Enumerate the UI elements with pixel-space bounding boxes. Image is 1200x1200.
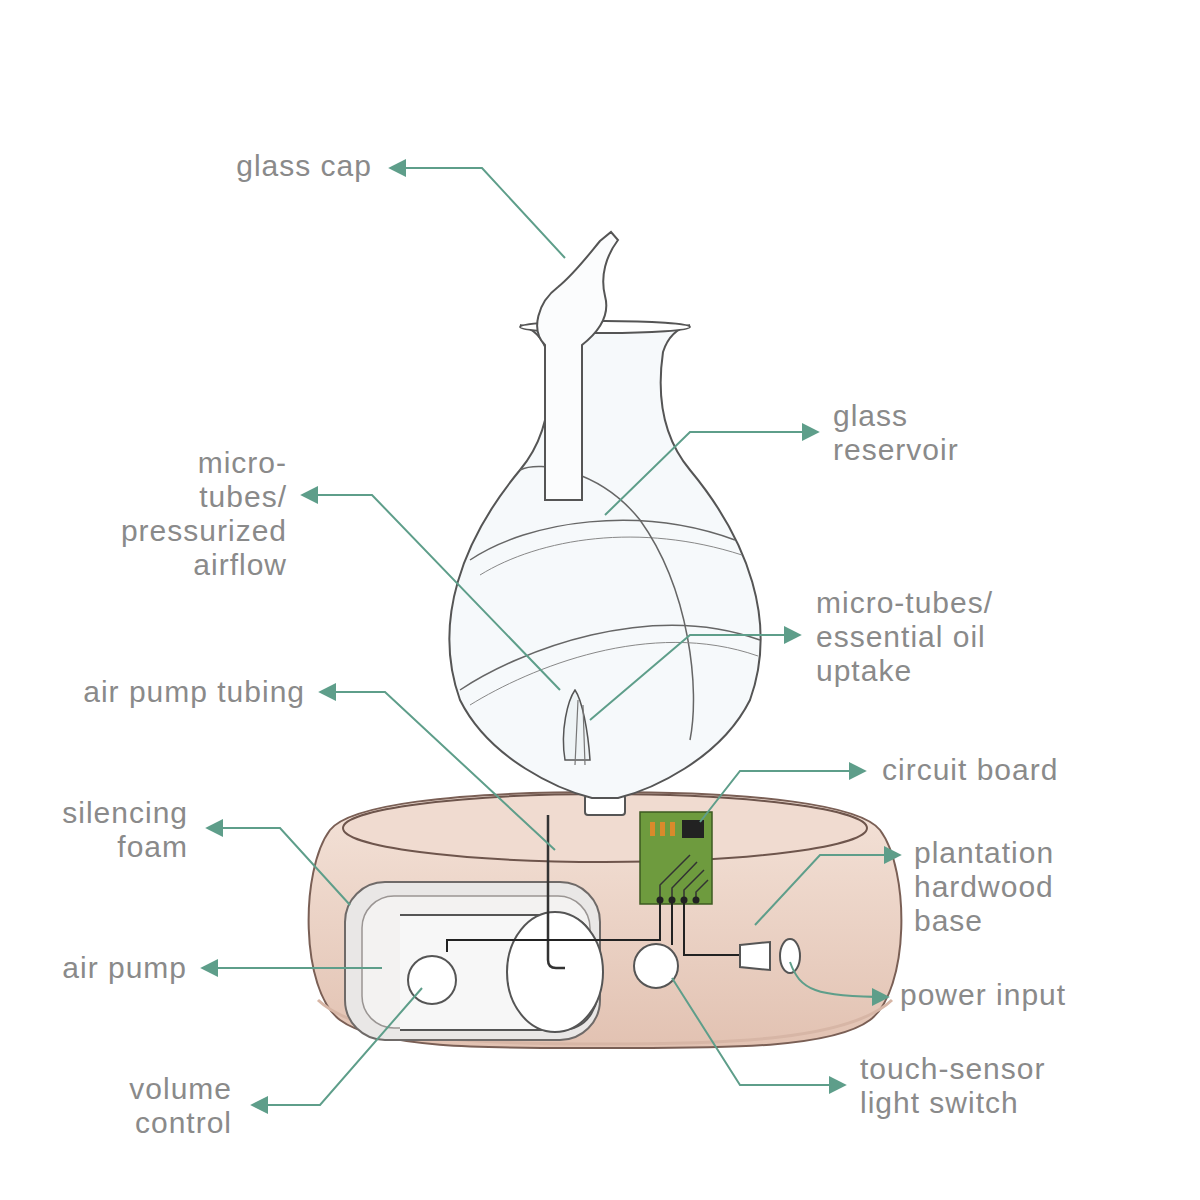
part-label: circuit board	[882, 753, 1058, 787]
part-label: glass reservoir	[833, 399, 959, 467]
hardwood-base	[309, 792, 902, 1048]
light-switch	[634, 944, 678, 988]
part-label: glass cap	[236, 149, 372, 183]
glass-cap	[537, 232, 618, 500]
pump-compartment	[345, 882, 603, 1040]
part-label: volume control	[129, 1072, 232, 1140]
part-label: touch-sensor light switch	[860, 1052, 1110, 1120]
part-label: silencing foam	[62, 796, 188, 864]
part-label: micro-tubes/ pressurized airflow	[121, 446, 287, 582]
part-label: air pump	[62, 951, 187, 985]
air-pump-tubing	[548, 815, 565, 968]
part-label: power input	[900, 978, 1066, 1012]
part-label: micro-tubes/ essential oil uptake	[816, 586, 1066, 688]
part-label: air pump tubing	[83, 675, 305, 709]
part-label: plantation hardwood base	[914, 836, 1054, 938]
power-jack	[740, 939, 800, 973]
leader-lines	[202, 168, 900, 1105]
glass-reservoir	[449, 321, 760, 798]
circuit-board	[447, 812, 740, 955]
